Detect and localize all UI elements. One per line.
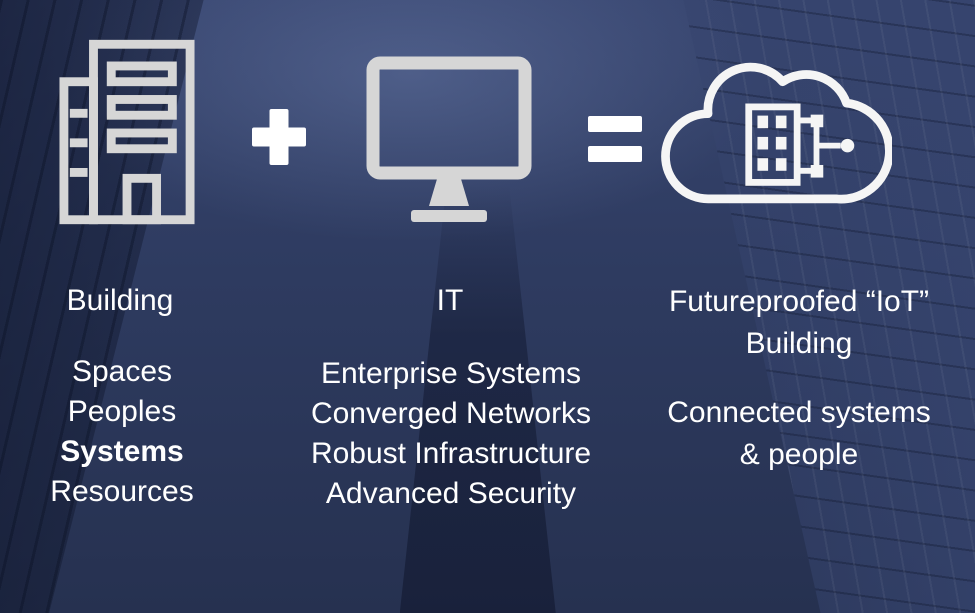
iot-title-line: Futureproofed “IoT” [668, 285, 930, 318]
building-item: Peoples [67, 395, 177, 428]
it-items: Enterprise Systems Converged Networks Ro… [262, 354, 640, 514]
iot-item-line: Connected systems [667, 396, 931, 429]
it-item: Advanced Security [325, 477, 577, 510]
building-item: Systems [60, 435, 184, 468]
iot-title-line: Building [745, 327, 853, 360]
iot-items: Connected systems & people [636, 392, 962, 476]
building-items: Spaces Peoples Systems Resources [0, 352, 244, 512]
plus-icon [252, 109, 306, 165]
building-item: Resources [50, 475, 194, 508]
equals-icon [588, 116, 642, 162]
building-title: Building [66, 284, 174, 317]
it-title: IT [436, 284, 464, 317]
it-item: Converged Networks [310, 397, 592, 430]
iot-item-line: & people [739, 438, 859, 471]
monitor-icon [363, 55, 535, 227]
building-item: Spaces [71, 355, 173, 388]
building-icon [58, 38, 196, 226]
cloud-building-icon [650, 56, 892, 212]
it-item: Robust Infrastructure [310, 437, 592, 470]
it-item: Enterprise Systems [320, 357, 582, 390]
iot-title: Futureproofed “IoT” Building [636, 281, 962, 365]
